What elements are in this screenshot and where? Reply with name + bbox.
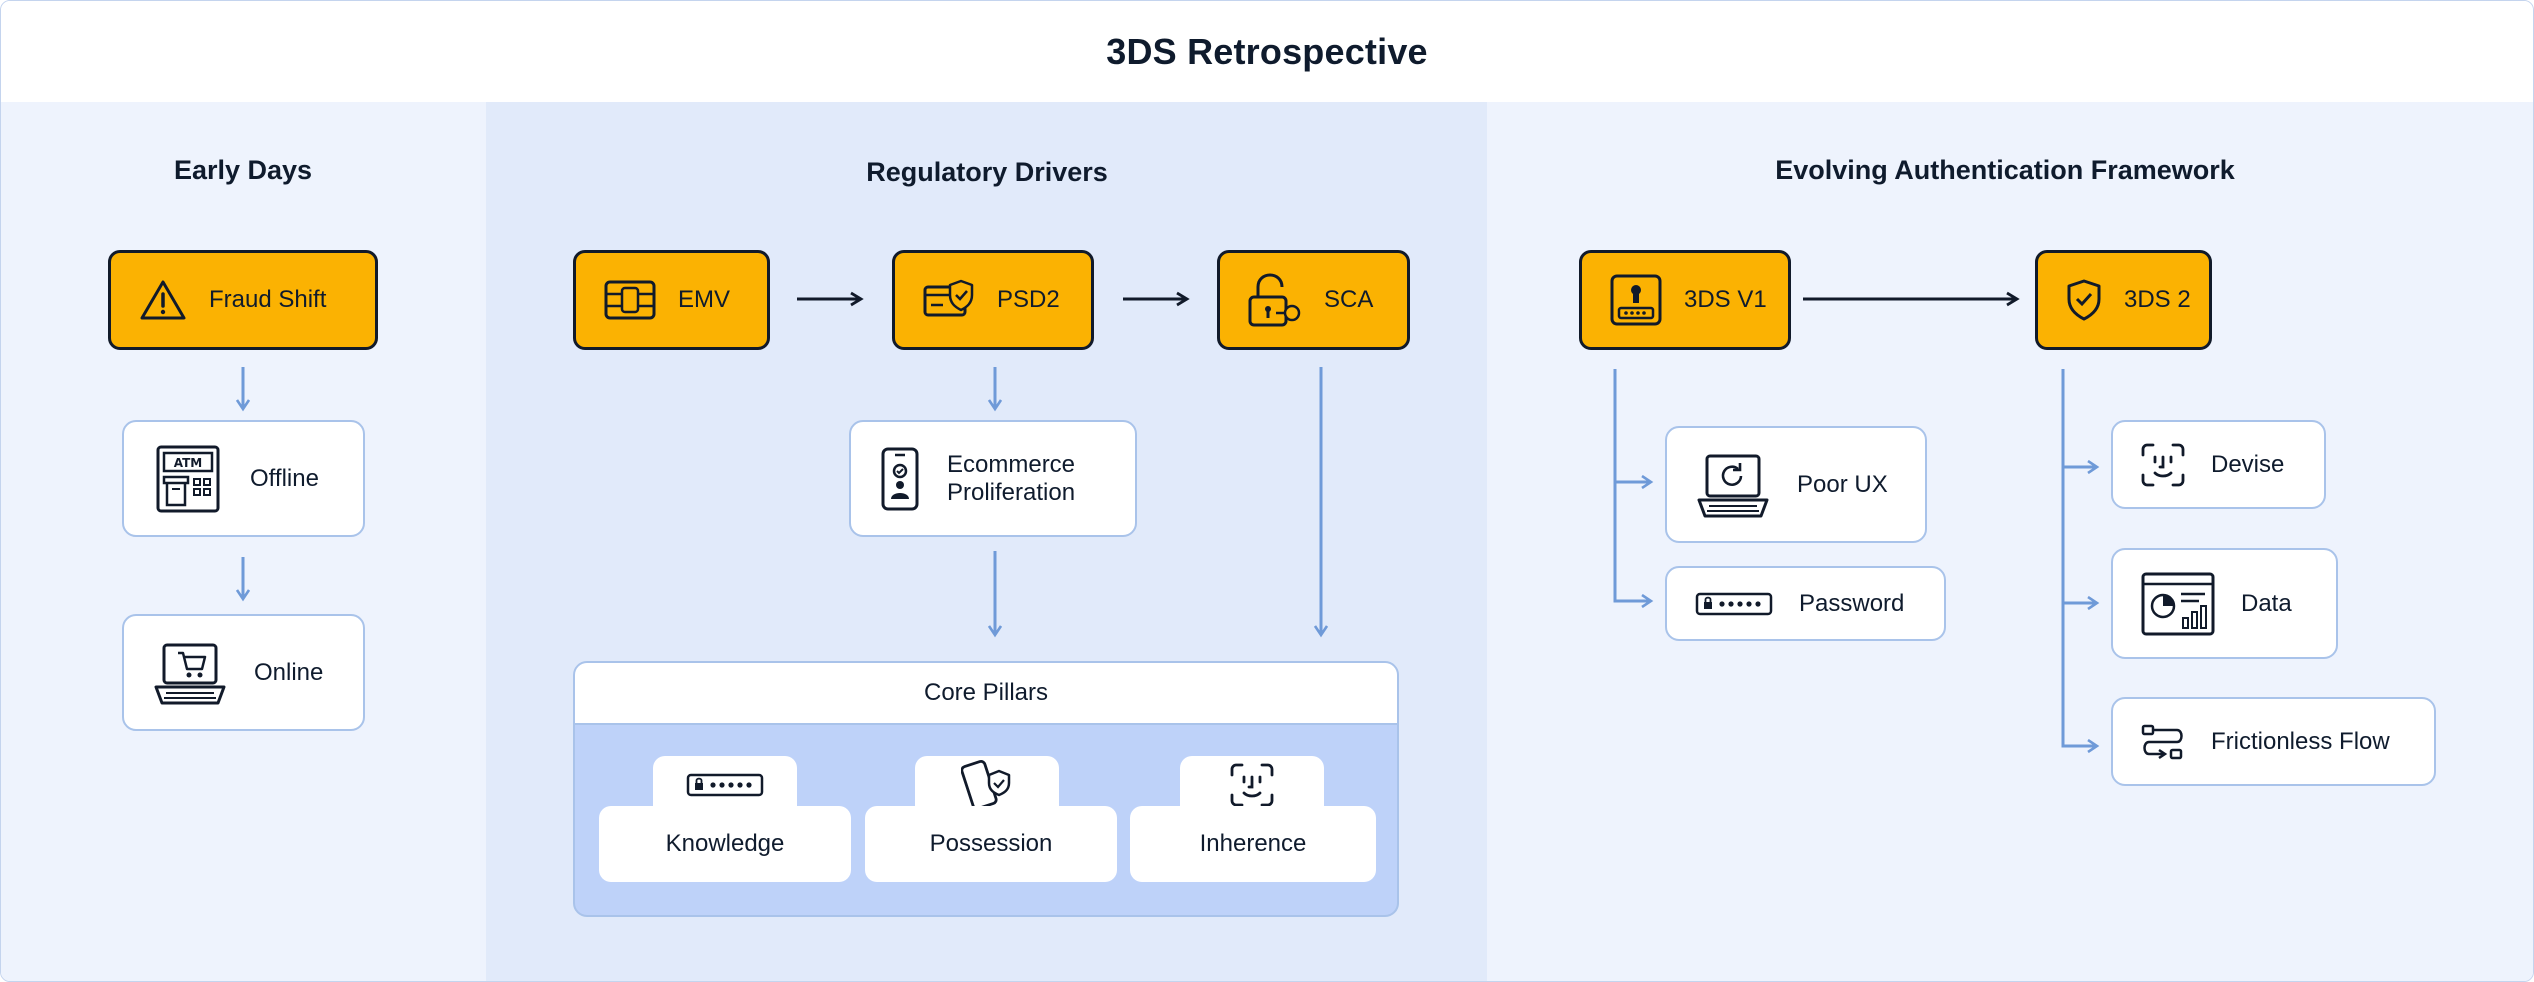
warning-icon bbox=[139, 278, 187, 322]
pillar-inherence: Inherence bbox=[1130, 756, 1376, 882]
face-id-icon bbox=[1230, 763, 1274, 807]
label-fraud-shift: Fraud Shift bbox=[209, 286, 327, 313]
node-sca: SCA bbox=[1217, 250, 1410, 350]
label-emv: EMV bbox=[678, 286, 731, 313]
laptop-refresh-icon bbox=[1695, 450, 1771, 520]
shield-check-icon bbox=[2066, 279, 2102, 321]
pillar-inherence-label: Inherence bbox=[1130, 806, 1376, 882]
dashboard-icon bbox=[2141, 572, 2215, 636]
label-3ds-2: 3DS 2 bbox=[2124, 286, 2191, 313]
node-emv: EMV bbox=[573, 250, 770, 350]
node-3ds-v1: 3DS V1 bbox=[1579, 250, 1791, 350]
label-offline: Offline bbox=[250, 464, 319, 492]
node-offline: ATM Offline bbox=[122, 420, 365, 537]
atm-icon: ATM bbox=[152, 443, 224, 515]
pillar-knowledge-label: Knowledge bbox=[599, 806, 851, 882]
heading-evolving-framework: Evolving Authentication Framework bbox=[1775, 155, 2235, 185]
label-devise: Devise bbox=[2211, 450, 2285, 478]
phone-shield-icon bbox=[961, 757, 1013, 813]
node-3ds-2: 3DS 2 bbox=[2035, 250, 2212, 350]
card-shield-icon bbox=[923, 279, 975, 321]
node-fraud-shift: Fraud Shift bbox=[108, 250, 378, 350]
flow-icon bbox=[2141, 722, 2185, 762]
label-data: Data bbox=[2241, 589, 2292, 617]
node-online: Online bbox=[122, 614, 365, 731]
node-data: Data bbox=[2111, 548, 2338, 659]
label-sca: SCA bbox=[1324, 286, 1374, 313]
title-bar: 3DS Retrospective bbox=[1, 1, 2533, 102]
node-psd2: PSD2 bbox=[892, 250, 1094, 350]
chip-icon bbox=[604, 280, 656, 320]
password-field-icon bbox=[686, 773, 764, 797]
pillar-knowledge: Knowledge bbox=[599, 756, 851, 882]
phone-user-icon bbox=[879, 447, 921, 511]
label-frictionless-flow: Frictionless Flow bbox=[2211, 727, 2390, 755]
svg-text:ATM: ATM bbox=[174, 456, 202, 470]
core-pillars-title: Core Pillars bbox=[575, 663, 1397, 725]
label-password: Password bbox=[1799, 589, 1905, 617]
label-ecommerce: Ecommerce Proliferation bbox=[947, 450, 1076, 506]
pillar-possession-label: Possession bbox=[865, 806, 1117, 882]
password-field-icon bbox=[1695, 592, 1773, 616]
node-frictionless-flow: Frictionless Flow bbox=[2111, 697, 2436, 786]
lock-key-icon bbox=[1248, 273, 1302, 327]
terminal-icon bbox=[1610, 274, 1662, 326]
face-scan-icon bbox=[2141, 443, 2185, 487]
diagram-title: 3DS Retrospective bbox=[1106, 30, 1428, 72]
label-poor-ux: Poor UX bbox=[1797, 470, 1888, 498]
laptop-cart-icon bbox=[152, 637, 228, 709]
panel-evolving-framework bbox=[1487, 102, 2533, 981]
label-3ds-v1: 3DS V1 bbox=[1684, 286, 1767, 313]
node-ecommerce: Ecommerce Proliferation bbox=[849, 420, 1137, 537]
pillar-inherence-tab bbox=[1180, 756, 1324, 814]
pillar-possession-tab bbox=[915, 756, 1059, 814]
node-password: Password bbox=[1665, 566, 1946, 641]
heading-regulatory-drivers: Regulatory Drivers bbox=[866, 157, 1108, 187]
node-devise: Devise bbox=[2111, 420, 2326, 509]
label-psd2: PSD2 bbox=[997, 286, 1060, 313]
label-online: Online bbox=[254, 658, 324, 686]
core-pillars: Core Pillars Knowledge Possession bbox=[573, 661, 1399, 917]
panel-early-days bbox=[1, 102, 486, 981]
pillar-knowledge-tab bbox=[653, 756, 797, 814]
node-poor-ux: Poor UX bbox=[1665, 426, 1927, 543]
heading-early-days: Early Days bbox=[173, 155, 313, 185]
pillar-possession: Possession bbox=[865, 756, 1117, 882]
